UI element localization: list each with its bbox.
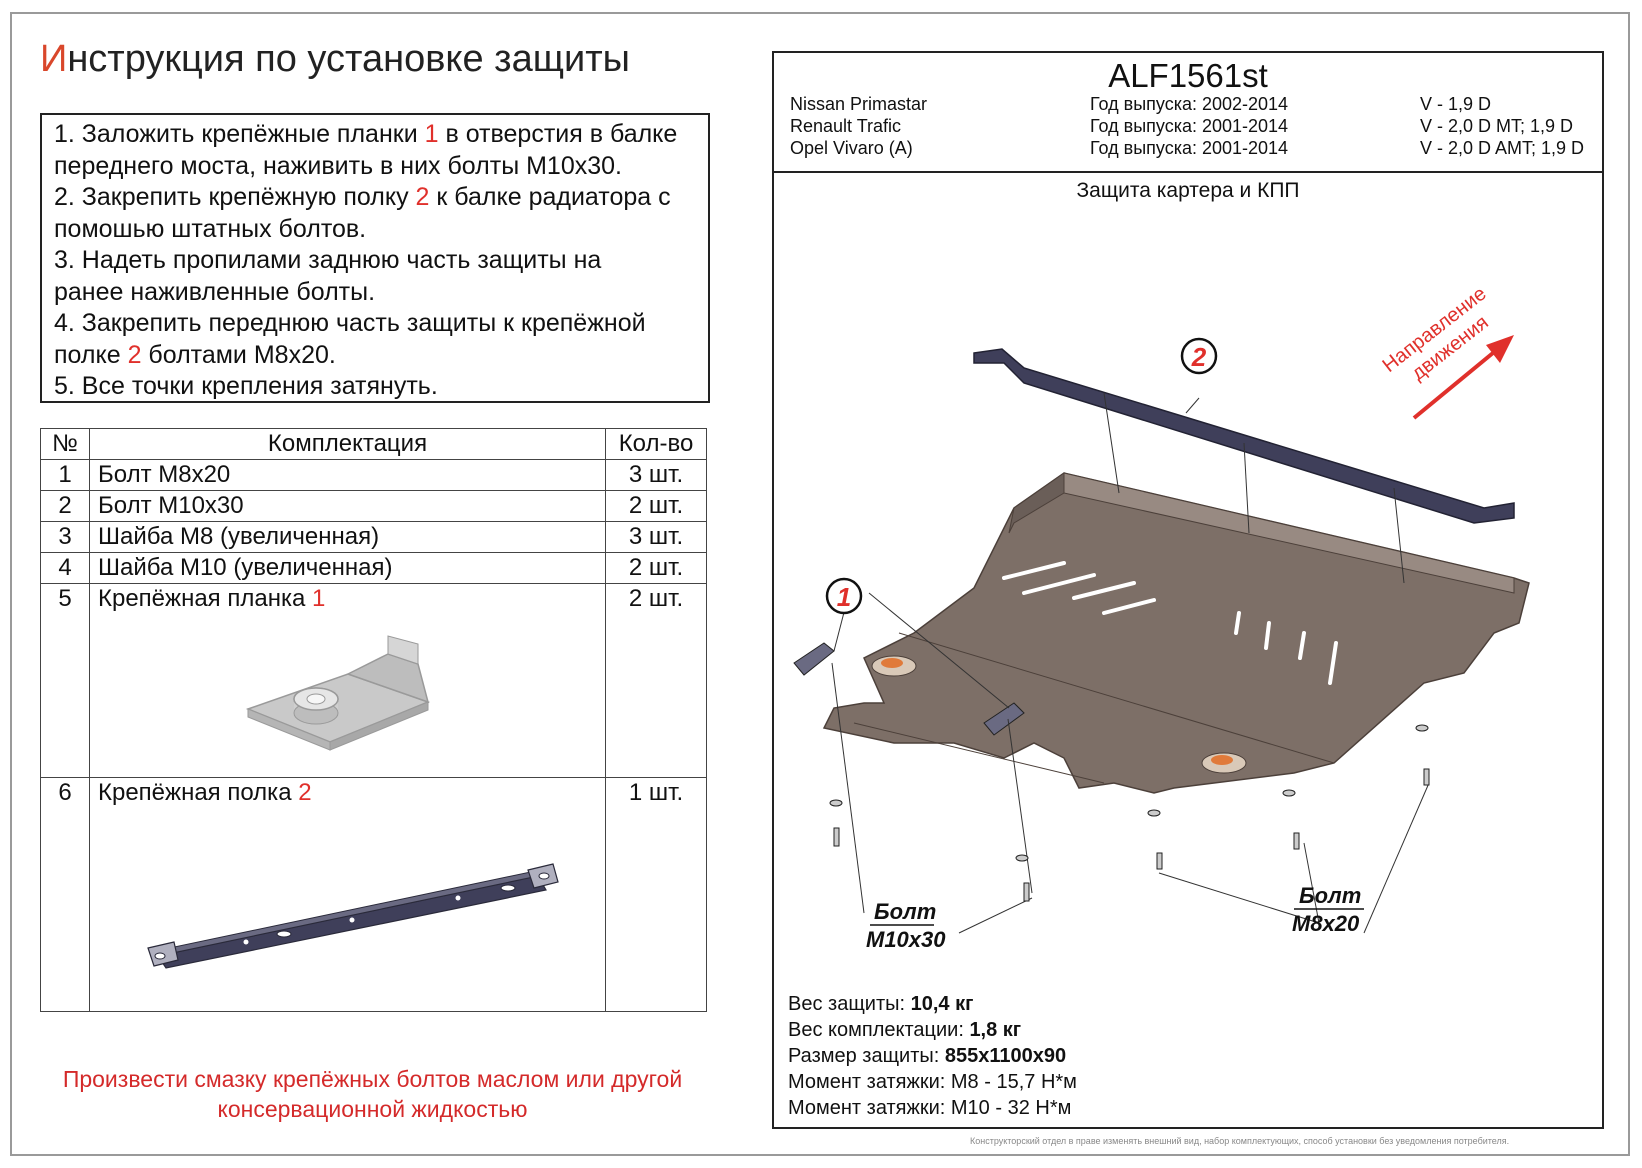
spec-line: Момент затяжки: М10 - 32 Н*м: [788, 1097, 1072, 1119]
direction-label: Направление движения: [1379, 283, 1493, 385]
bolts: [829, 724, 1430, 902]
product-panel: ALF1561st Nissan Primastar Renault Trafi…: [772, 51, 1604, 1129]
kit-row: 5 Крепёжная планка 1 2 шт.: [40, 583, 707, 778]
bolt-right-label: Болт: [1299, 883, 1361, 908]
bolt-right-size: М8х20: [1292, 911, 1360, 936]
title-rest: нструкция по установке защиты: [67, 38, 630, 80]
kit-row-qty: 2 шт.: [605, 583, 707, 778]
instruction-line: 4. Закрепить переднюю часть защиты к кре…: [54, 309, 646, 337]
kit-row: 3 Шайба М8 (увеличенная) 3 шт.: [40, 521, 707, 553]
kit-row-num: 5: [40, 583, 90, 778]
kit-row-qty: 2 шт.: [605, 490, 707, 522]
callout-2-label: 2: [1191, 342, 1207, 372]
spec-line: Момент затяжки: М8 - 15,7 Н*м: [788, 1071, 1077, 1093]
kit-row-qty: 1 шт.: [605, 777, 707, 1012]
vent-slots: [1002, 561, 1338, 685]
kit-row-name: Болт М8х20: [89, 459, 606, 491]
kit-row-num: 3: [40, 521, 90, 553]
col-header-name: Комплектация: [89, 428, 606, 460]
bolt-left-size: М10х30: [866, 927, 946, 952]
kit-row-num: 4: [40, 552, 90, 584]
kit-row-qty: 3 шт.: [605, 521, 707, 553]
spec-line: Вес защиты: 10,4 кг: [788, 993, 974, 1015]
instruction-line: ранее наживленные болты.: [54, 277, 376, 306]
mounting-shelf-image: [147, 863, 559, 969]
mounting-shelf: [973, 348, 1515, 524]
kit-row-num: 2: [40, 490, 90, 522]
note-line: Произвести смазку крепёжных болтов масло…: [62, 1066, 683, 1092]
kit-header-row: № Комплектация Кол-во: [40, 428, 707, 460]
assembly-diagram: 1 2 Направление движения Болт М10х30 Бол…: [793, 283, 1530, 952]
vehicle-models: Nissan Primastar Renault Trafic Opel Viv…: [790, 94, 928, 158]
callout-1: [825, 577, 863, 615]
kit-row: 4 Шайба М10 (увеличенная) 2 шт.: [40, 552, 707, 584]
kit-row-qty: 2 шт.: [605, 552, 707, 584]
footer-note: Конструкторский отдел в праве изменять в…: [970, 1136, 1510, 1146]
title-first-letter: И: [40, 38, 68, 80]
direction-arrow-head: [1486, 335, 1514, 363]
kit-row-name: Шайба М10 (увеличенная): [89, 552, 606, 584]
kit-row-name: Крепёжная планка 1: [89, 583, 606, 778]
kit-row-name: Крепёжная полка 2: [89, 777, 606, 1012]
col-header-qty: Кол-во: [605, 428, 707, 460]
instruction-line: 3. Надеть пропилами заднюю часть защиты …: [54, 246, 602, 274]
kit-row: 1 Болт М8х20 3 шт.: [40, 459, 707, 491]
fastener-lines: [831, 392, 1430, 934]
lubrication-note: Произвести смазку крепёжных болтов масло…: [40, 1064, 705, 1124]
instructions-box: 1. Заложить крепёжные планки 1 в отверст…: [40, 113, 710, 403]
kit-row-num: 6: [40, 777, 90, 1012]
kit-table: № Комплектация Кол-во 1 Болт М8х20 3 шт.…: [40, 428, 707, 1012]
spec-line: Размер защиты: 855х1100х90: [788, 1045, 1067, 1067]
instruction-line: 1. Заложить крепёжные планки 1 в отверст…: [54, 120, 678, 148]
page-frame: [10, 12, 1630, 1156]
product-subtitle: Защита картера и КПП: [1076, 179, 1300, 202]
bolt-left-label: Болт: [874, 899, 936, 924]
mounting-plate: [793, 642, 835, 676]
callout-2: [1180, 337, 1218, 375]
product-code: ALF1561st: [1108, 57, 1268, 94]
note-line: консервационной жидкостью: [217, 1096, 528, 1122]
kit-row: 2 Болт М10х30 2 шт.: [40, 490, 707, 522]
specs-block: Вес защиты: 10,4 кг Вес комплектации: 1,…: [788, 991, 1077, 1121]
instruction-line: помошью штатных болтов.: [54, 214, 367, 243]
direction-arrow: [1412, 346, 1501, 420]
product-header: ALF1561st Nissan Primastar Renault Trafi…: [774, 53, 1602, 173]
instruction-line: 5. Все точки крепления затянуть.: [54, 372, 438, 400]
mounting-plate: [983, 702, 1025, 736]
page-title: Инструкция по установке защиты: [40, 38, 630, 81]
vehicle-years: Год выпуска: 2002-2014 Год выпуска: 2001…: [1090, 94, 1289, 158]
kit-row: 6 Крепёжная полка 2 1 шт.: [40, 777, 707, 1012]
kit-row-qty: 3 шт.: [605, 459, 707, 491]
vehicle-engines: V - 1,9 D V - 2,0 D MT; 1,9 D V - 2,0 D …: [1420, 94, 1585, 158]
kit-row-name: Болт М10х30: [89, 490, 606, 522]
callout-1-label: 1: [837, 582, 851, 612]
instruction-line: переднего моста, наживить в них болты М1…: [54, 151, 622, 180]
instruction-line: 2. Закрепить крепёжную полку 2 к балке р…: [54, 183, 671, 211]
kit-row-name: Шайба М8 (увеличенная): [89, 521, 606, 553]
kit-row-num: 1: [40, 459, 90, 491]
mounting-plate-image: [245, 635, 431, 751]
instruction-line: полке 2 болтами М8х20.: [54, 340, 336, 369]
skid-plate: [822, 472, 1530, 794]
col-header-num: №: [40, 428, 90, 460]
spec-line: Вес комплектации: 1,8 кг: [788, 1019, 1022, 1041]
